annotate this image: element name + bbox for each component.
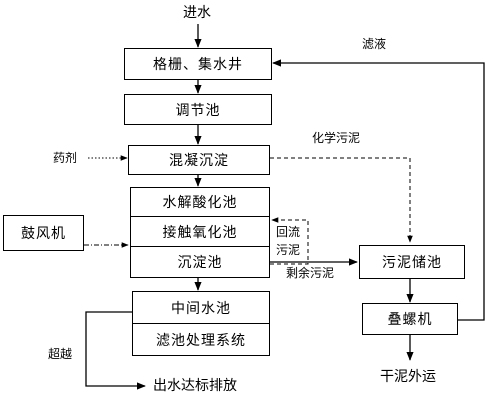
bypass-label: 超越 — [48, 347, 73, 361]
discharge-label: 出水达标排放 — [153, 378, 237, 394]
filtrate-return-line — [272, 59, 485, 321]
chemical-sludge-line — [270, 157, 413, 243]
grille-box: 格栅、集水井 — [124, 48, 272, 80]
hydrolysis-cell: 水解酸化池 — [131, 188, 269, 217]
coagulation-box: 混凝沉淀 — [128, 145, 270, 175]
intermediate-cell: 中间水池 — [133, 292, 269, 324]
inlet-label: 进水 — [183, 5, 211, 21]
dry-sludge-label: 干泥外运 — [380, 369, 436, 385]
biological-treatment-box: 水解酸化池 接触氧化池 沉淀池 — [130, 187, 270, 278]
tertiary-treatment-box: 中间水池 滤池处理系统 — [132, 291, 270, 356]
reagent-label: 药剂 — [53, 151, 78, 165]
surplus-sludge-label: 剩余污泥 — [286, 266, 335, 280]
filtrate-label: 滤液 — [362, 37, 387, 51]
filter-system-cell: 滤池处理系统 — [156, 332, 246, 349]
reflux-sludge-line — [270, 217, 309, 265]
reflux-label-1: 回流 — [276, 225, 301, 239]
bypass-line — [85, 311, 146, 390]
screw-press-box: 叠螺机 — [362, 303, 458, 335]
chemical-sludge-label: 化学污泥 — [312, 131, 361, 145]
sludge-storage-box: 污泥储池 — [359, 245, 465, 279]
sedimentation-cell: 沉淀池 — [177, 255, 223, 271]
reflux-label-2: 污泥 — [276, 243, 301, 257]
blower-box: 鼓风机 — [3, 215, 84, 251]
contact-oxidation-cell: 接触氧化池 — [131, 217, 269, 247]
regulating-box: 调节池 — [124, 94, 272, 125]
